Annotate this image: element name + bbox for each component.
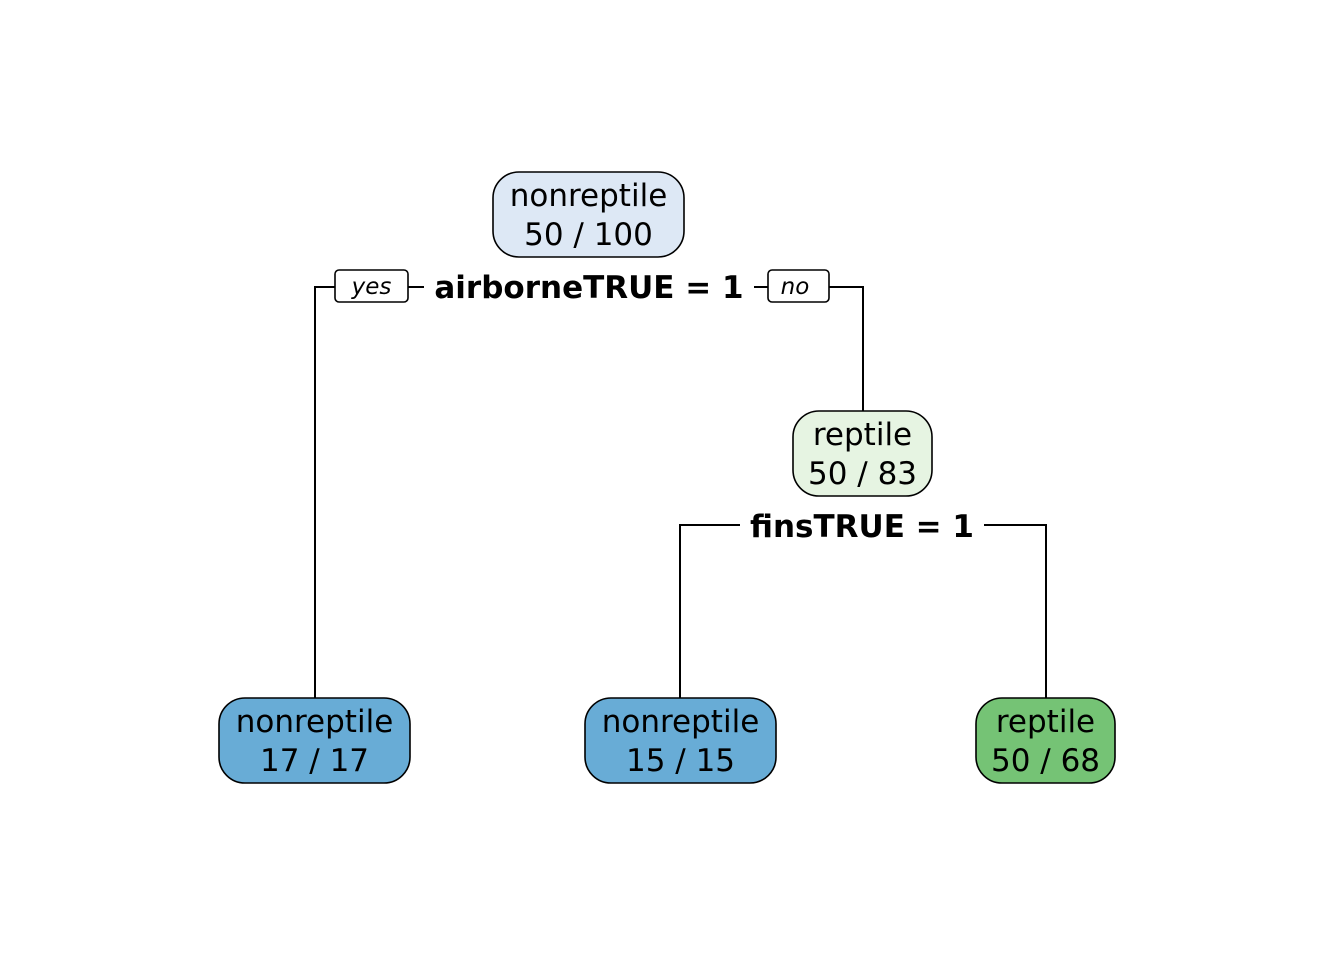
internal-node-counts: 50 / 83 (808, 456, 917, 492)
yes-branch-label: yes (334, 269, 409, 303)
leaf-node-2-box (584, 697, 777, 784)
root-split-rule: airborneTRUE = 1 (434, 270, 743, 306)
root-node-label: nonreptile (510, 178, 668, 214)
edge-internal-to-leaf-3 (984, 524, 1047, 698)
leaf-node-3-counts: 50 / 68 (991, 743, 1100, 779)
yes-branch-text: yes (351, 274, 392, 300)
root-node-box (492, 171, 685, 258)
yes-branch-box (334, 269, 409, 303)
leaf-node-1-counts: 17 / 17 (260, 743, 369, 779)
leaf-node-3-box (975, 697, 1116, 784)
leaf-node-1-box (218, 697, 411, 784)
internal-node: reptile 50 / 83 (792, 410, 933, 497)
no-branch-text: no (781, 274, 810, 300)
tree-edges (314, 286, 1047, 698)
leaf-node-2-label: nonreptile (602, 704, 760, 740)
edge-internal-to-leaf-2 (679, 524, 740, 698)
leaf-node-3-label: reptile (996, 704, 1095, 740)
internal-node-label: reptile (813, 417, 912, 453)
edge-root-to-leaf-1 (314, 286, 335, 698)
no-branch-label: no (767, 269, 830, 303)
no-branch-box (767, 269, 830, 303)
internal-node-box (792, 410, 933, 497)
leaf-node-3: reptile 50 / 68 (975, 697, 1116, 784)
internal-split-rule: finsTRUE = 1 (750, 509, 974, 545)
leaf-node-2: nonreptile 15 / 15 (584, 697, 777, 784)
edge-root-to-internal (829, 286, 864, 411)
leaf-node-1-label: nonreptile (236, 704, 394, 740)
root-node: nonreptile 50 / 100 (492, 171, 685, 258)
leaf-node-2-counts: 15 / 15 (626, 743, 735, 779)
root-node-counts: 50 / 100 (524, 217, 653, 253)
leaf-node-1: nonreptile 17 / 17 (218, 697, 411, 784)
